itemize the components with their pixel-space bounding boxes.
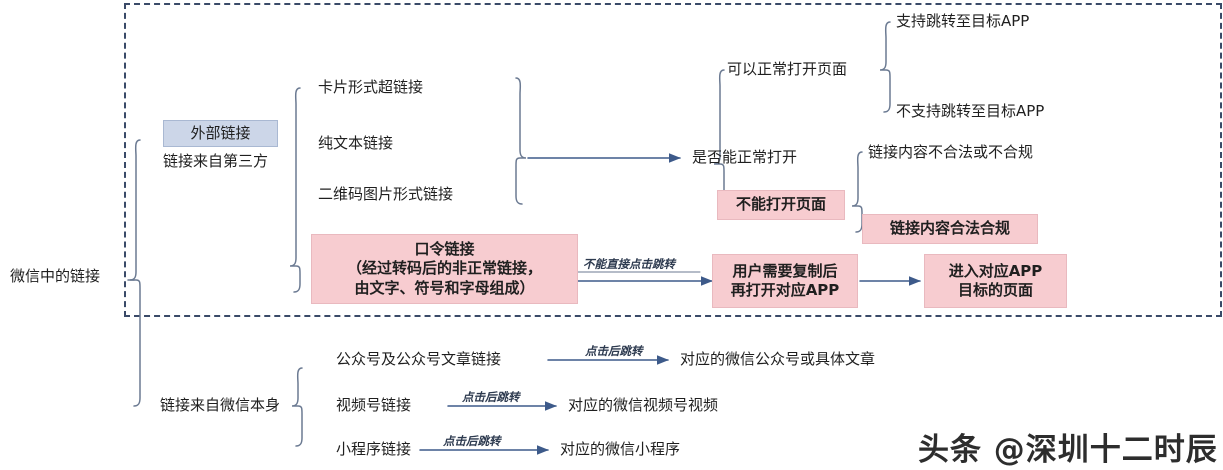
wechat-target-official-account: 对应的微信公众号或具体文章 [680,350,876,368]
edge-label-click-jump-2: 点击后跳转 [462,390,520,404]
content-illegal-label: 链接内容不合法或不合规 [868,143,1034,161]
wechat-target-channels: 对应的微信视频号视频 [568,396,719,414]
password-link-desc-line2: 由文字、符号和字母组成） [354,278,535,297]
wechat-link-channels: 视频号链接 [336,396,412,414]
wechat-source-label: 链接来自微信本身 [160,396,281,414]
edge-label-cannot-click-jump: 不能直接点击跳转 [583,257,675,271]
enter-app-line2: 目标的页面 [957,281,1033,299]
enter-app-box[interactable]: 进入对应APP 目标的页面 [924,254,1067,308]
user-copy-line2: 再打开对应APP [730,281,840,299]
external-link-region-outline [124,3,1222,317]
cannot-open-page-box[interactable]: 不能打开页面 [717,190,845,220]
link-type-qrcode: 二维码图片形式链接 [318,185,454,203]
link-type-card: 卡片形式超链接 [318,78,424,96]
edge-label-click-jump-1: 点击后跳转 [585,344,643,358]
watermark-text: 头条 @深圳十二时辰 [918,432,1218,468]
root-node-label: 微信中的链接 [10,267,101,285]
password-link-title: 口令链接 [414,240,475,259]
content-legal-box[interactable]: 链接内容合法合规 [862,214,1038,244]
user-copy-box[interactable]: 用户需要复制后 再打开对应APP [712,254,858,308]
password-link-box[interactable]: 口令链接 （经过转码后的非正常链接， 由文字、符号和字母组成） [311,234,578,304]
external-link-subtitle: 链接来自第三方 [163,152,269,170]
password-link-desc-line1: （经过转码后的非正常链接， [346,259,542,278]
user-copy-line1: 用户需要复制后 [732,261,838,280]
support-jump-label: 支持跳转至目标APP [896,12,1030,30]
enter-app-line1: 进入对应APP [948,261,1043,280]
link-type-plaintext: 纯文本链接 [318,134,394,152]
can-open-question-label: 是否能正常打开 [692,148,798,166]
external-link-box[interactable]: 外部链接 [163,120,278,147]
wechat-target-miniprogram: 对应的微信小程序 [560,440,681,458]
edge-label-click-jump-3: 点击后跳转 [443,434,501,448]
wechat-link-official-account: 公众号及公众号文章链接 [336,350,502,368]
no-support-jump-label: 不支持跳转至目标APP [896,102,1045,120]
can-open-page-label: 可以正常打开页面 [727,60,848,78]
wechat-link-miniprogram: 小程序链接 [336,440,412,458]
